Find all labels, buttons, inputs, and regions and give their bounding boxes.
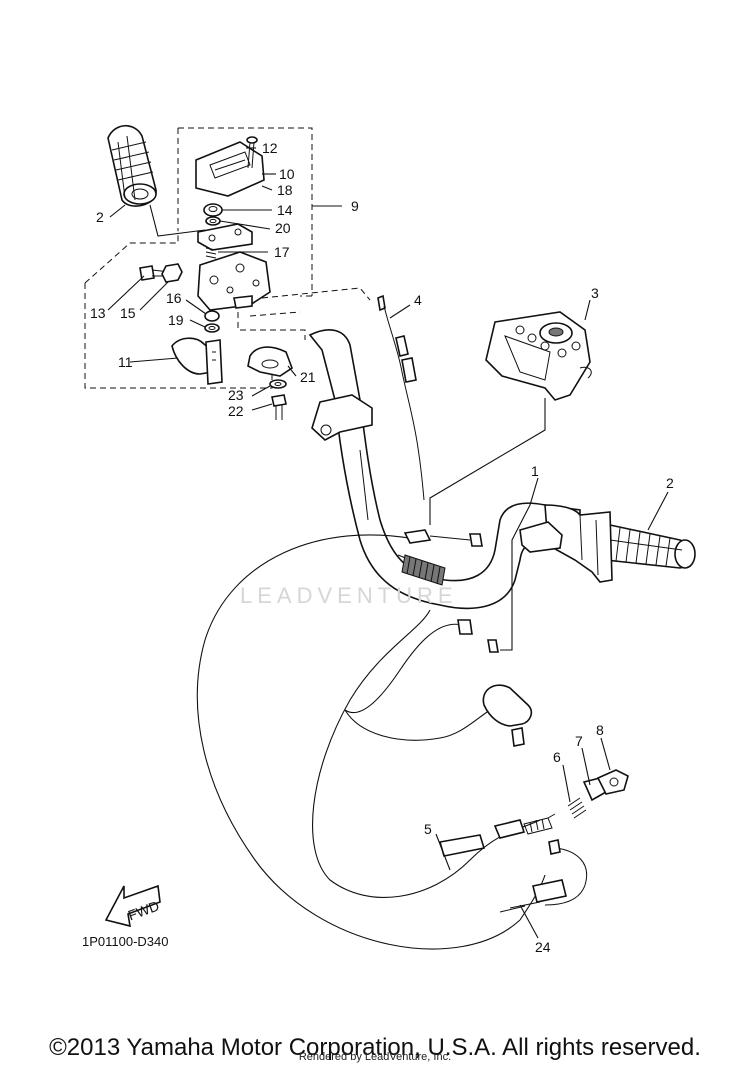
callout-19: 19 <box>168 312 184 328</box>
spring-6 <box>567 797 587 819</box>
left-grip <box>107 124 157 207</box>
spring-17 <box>205 247 217 259</box>
callout-12: 12 <box>262 140 278 156</box>
watermark: LEADVENTURE <box>240 583 458 608</box>
throttle-housing <box>544 504 613 583</box>
callout-5: 5 <box>424 821 432 837</box>
copyright-notice: ©2013 Yamaha Motor Corporation, U.S.A. A… <box>49 1034 701 1061</box>
right-grip <box>605 524 696 569</box>
collar-16 <box>204 310 220 322</box>
clamp-21 <box>247 346 293 377</box>
screw-12 <box>246 136 258 169</box>
leader-lines <box>107 147 669 939</box>
lever-holder <box>197 251 271 311</box>
callout-6: 6 <box>553 749 561 765</box>
callout-7: 7 <box>575 733 583 749</box>
cable-4 <box>377 294 425 501</box>
throttle-cover <box>485 311 592 401</box>
callout-22: 22 <box>228 403 244 419</box>
bracket-plate <box>197 223 253 251</box>
group-box-9 <box>177 127 313 297</box>
nut-15 <box>161 263 183 283</box>
callout-16: 16 <box>166 290 182 306</box>
callout-3: 3 <box>591 285 599 301</box>
handlebar-clamp <box>311 394 373 441</box>
callout-20: 20 <box>275 220 291 236</box>
callout-15: 15 <box>120 305 136 321</box>
washer-19 <box>204 323 220 333</box>
callout-labels: 1 2 2 3 4 5 6 7 8 9 10 11 12 13 14 15 16… <box>90 140 674 955</box>
cable-24-end <box>499 839 587 913</box>
washer-14 <box>203 203 223 217</box>
callout-23: 23 <box>228 387 244 403</box>
fwd-arrow-icon: FWD <box>104 884 161 928</box>
cable-elbow <box>482 684 533 747</box>
callout-18: 18 <box>277 182 293 198</box>
callout-24: 24 <box>535 939 551 955</box>
callout-8: 8 <box>596 722 604 738</box>
callout-17: 17 <box>274 244 290 260</box>
rendered-by-notice: Rendered by LeadVenture, Inc. <box>298 1051 452 1063</box>
cable-24-long <box>196 534 546 950</box>
cable-1-end <box>403 529 499 653</box>
washer-20 <box>205 216 221 226</box>
callout-21: 21 <box>300 369 316 385</box>
callout-1: 1 <box>531 463 539 479</box>
cable-5 <box>312 609 556 898</box>
callout-4: 4 <box>414 292 422 308</box>
bolt-22 <box>271 394 287 420</box>
callout-10: 10 <box>279 166 295 182</box>
lever-mount <box>519 521 563 553</box>
switch-cover-10 <box>195 141 265 197</box>
washer-23 <box>269 379 287 389</box>
cable-upper <box>344 619 491 741</box>
callout-14: 14 <box>277 202 293 218</box>
part-code: 1P01100-D340 <box>82 934 169 949</box>
lever-11 <box>171 337 223 385</box>
callout-2-right: 2 <box>666 475 674 491</box>
callout-11: 11 <box>118 354 133 370</box>
callout-13: 13 <box>90 305 106 321</box>
locknut-8 <box>596 769 629 795</box>
callout-2-left: 2 <box>96 209 104 225</box>
callout-9: 9 <box>351 198 359 214</box>
